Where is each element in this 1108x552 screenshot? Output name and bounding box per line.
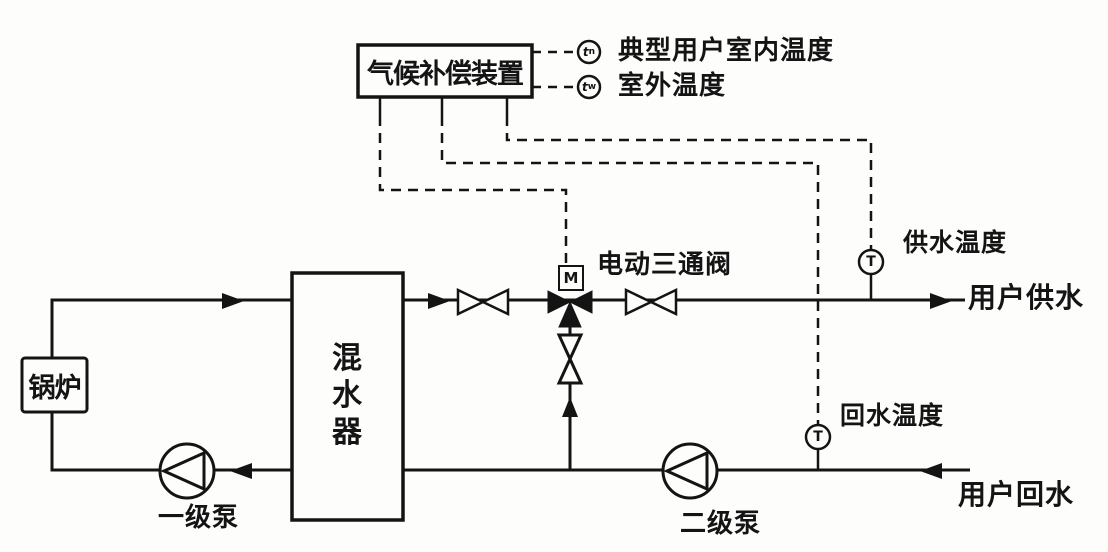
signal-line-return-temp bbox=[440, 116, 820, 425]
flow-arrow-to-primary-pump bbox=[230, 463, 252, 479]
supply-temp-sensor-circle bbox=[857, 248, 885, 276]
three-way-valve bbox=[547, 290, 593, 328]
signal-line-valve bbox=[378, 116, 568, 266]
indoor-temp-sensor-circle bbox=[576, 39, 602, 65]
supply-temp-sensor-letter: T bbox=[866, 254, 876, 270]
valve-actuator-letter: M bbox=[563, 269, 579, 287]
boiler-box bbox=[20, 356, 89, 414]
boiler-supply-pipe bbox=[50, 298, 292, 358]
outdoor-temp-symbol-sub: w bbox=[587, 82, 597, 92]
valve-actuator-box bbox=[558, 265, 584, 291]
return-temp-sensor-letter: T bbox=[813, 429, 823, 445]
mixer-label: 混水器 bbox=[332, 341, 362, 450]
indoor-temp-label: 典型用户室内温度 bbox=[618, 36, 835, 66]
outdoor-temp-label: 室外温度 bbox=[618, 71, 727, 101]
return-temp-label: 回水温度 bbox=[840, 401, 945, 430]
indoor-temp-symbol-sub: n bbox=[588, 47, 596, 57]
mixer-box bbox=[290, 271, 405, 522]
return-temp-sensor-circle bbox=[804, 423, 832, 451]
supply-temp-label: 供水温度 bbox=[903, 228, 1008, 257]
three-way-valve-label: 电动三通阀 bbox=[597, 250, 733, 280]
flow-arrow-user-supply bbox=[930, 293, 952, 309]
climate-compensator-box bbox=[356, 43, 534, 99]
indoor-temp-symbol-letter: t bbox=[582, 45, 589, 59]
flow-arrow-boiler-supply bbox=[222, 293, 244, 309]
outdoor-temp-sensor-circle bbox=[576, 74, 602, 100]
gate-valve-right bbox=[624, 288, 678, 316]
primary-pump bbox=[158, 442, 216, 500]
flow-arrow-user-return bbox=[920, 463, 942, 479]
secondary-pump bbox=[661, 442, 719, 500]
signal-line-supply-temp bbox=[505, 116, 873, 250]
outdoor-temp-symbol-letter: t bbox=[581, 80, 588, 94]
flow-arrow-bypass-up bbox=[562, 397, 578, 417]
check-valve bbox=[556, 333, 584, 385]
secondary-pump-label: 二级泵 bbox=[680, 509, 762, 539]
gate-valve-left bbox=[456, 288, 510, 316]
boiler-label: 锅炉 bbox=[28, 372, 82, 404]
flow-arrow-mixer-supply bbox=[428, 293, 450, 309]
user-return-label: 用户回水 bbox=[958, 478, 1075, 511]
user-supply-label: 用户供水 bbox=[968, 281, 1085, 314]
primary-pump-label: 一级泵 bbox=[158, 503, 240, 533]
climate-compensator-label: 气候补偿装置 bbox=[367, 58, 524, 90]
